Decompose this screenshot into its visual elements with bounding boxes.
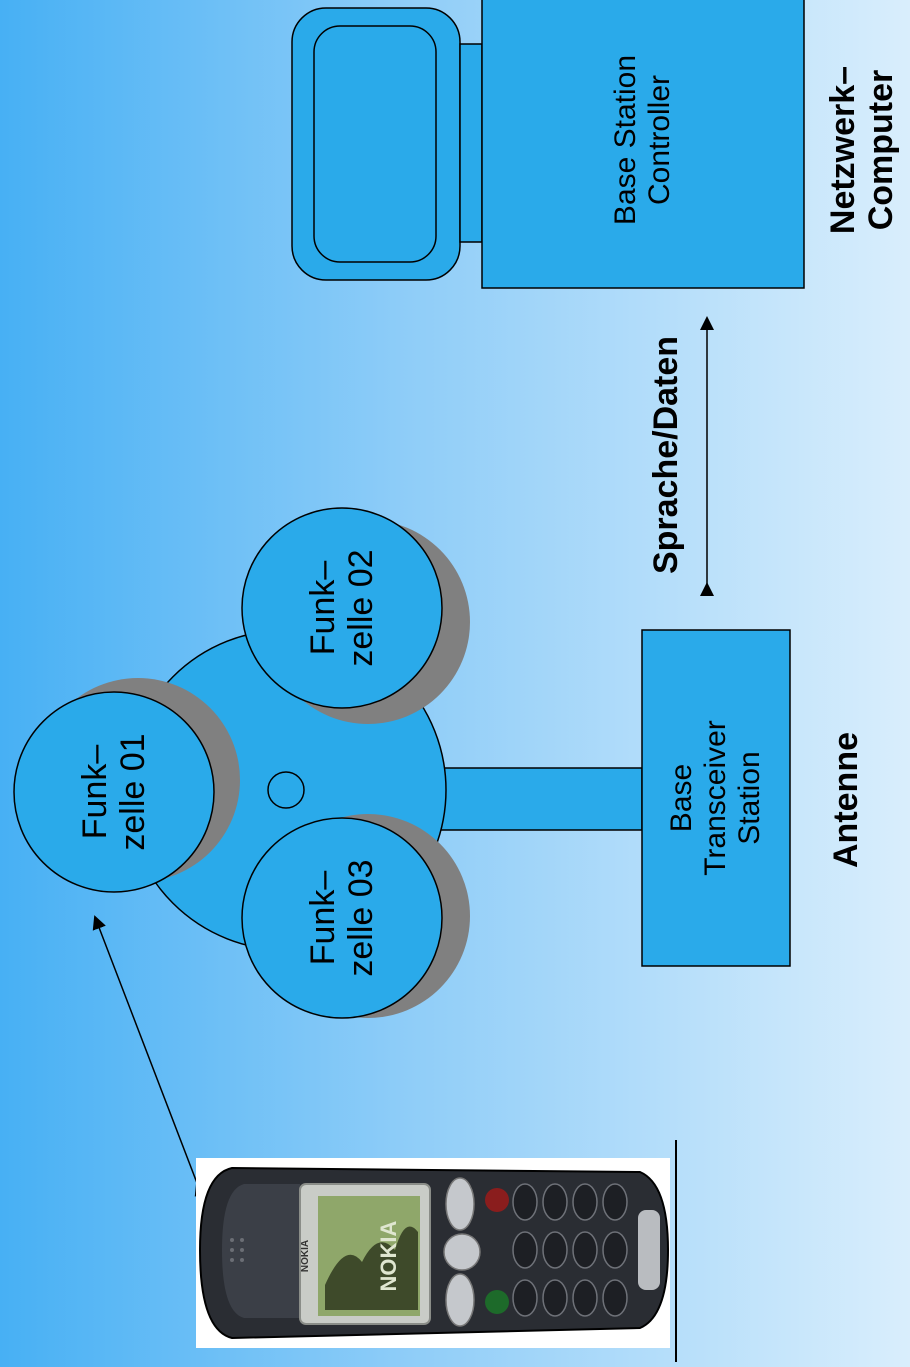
netzwerk-line1: Netzwerk– (824, 65, 862, 235)
cell-03-label: Funk– zelle 03 (304, 859, 380, 976)
computer-icon (291, 0, 805, 289)
cell-01-circle (13, 691, 215, 893)
cell-03-line2: zelle 03 (342, 859, 380, 977)
cell-02-line1: Funk– (304, 560, 342, 656)
cell-03-circle (241, 817, 443, 1019)
monitor-neck (459, 43, 483, 243)
bts-box (641, 629, 791, 967)
bts-label: Base Transceiver Station (665, 720, 767, 876)
cell-02-label: Funk– zelle 02 (304, 549, 380, 666)
bts-line1: Base (665, 763, 698, 833)
antenne-label: Antenne (827, 732, 865, 868)
mobile-phone-icon: NOKIA NOKIA (196, 1140, 677, 1362)
antenna-center (267, 771, 305, 809)
svg-text:NOKIA: NOKIA (300, 1240, 311, 1272)
bsc-line1: Base Station (609, 54, 642, 226)
netzwerk-computer-label: Netzwerk– Computer (824, 66, 900, 234)
monitor-screen (313, 25, 437, 263)
cell-02-line2: zelle 02 (342, 549, 380, 667)
sprache-daten-label: Sprache/Daten (647, 335, 685, 575)
svg-text:NOKIA: NOKIA (376, 1220, 401, 1291)
cell-01-line2: zelle 01 (114, 733, 152, 851)
cell-02-circle (241, 507, 443, 709)
bsc-box (481, 0, 805, 289)
radio-link-arrow (92, 915, 208, 1197)
cell-01-line1: Funk– (76, 744, 114, 840)
bsc-label: Base Station Controller (609, 55, 677, 225)
bsc-line2: Controller (643, 74, 676, 206)
antenna-stem (435, 767, 643, 831)
cell-03-line1: Funk– (304, 870, 342, 966)
bts-line3: Station (733, 751, 766, 845)
bts-line2: Transceiver (699, 720, 732, 876)
netzwerk-line2: Computer (862, 69, 900, 231)
cell-01-label: Funk– zelle 01 (76, 733, 152, 850)
antenna-icon (13, 507, 643, 1019)
